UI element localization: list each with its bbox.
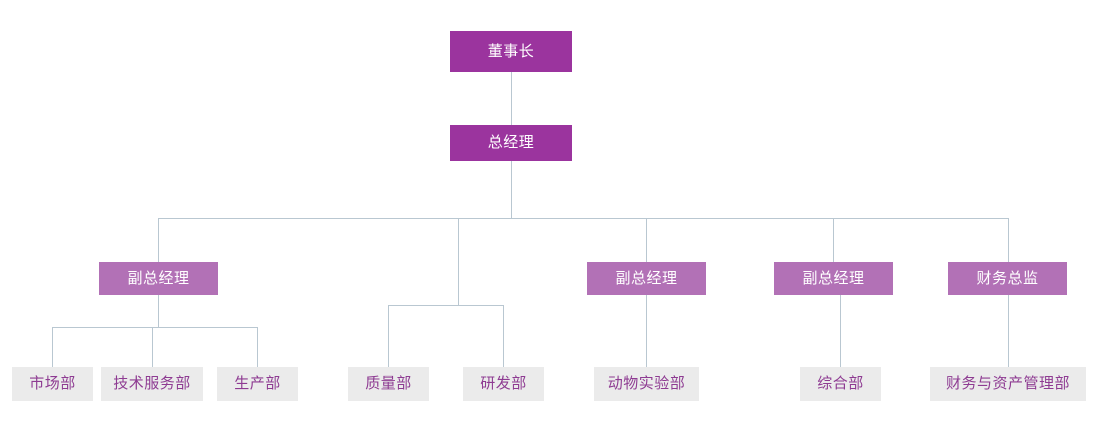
node-general-manager[interactable]: 总经理 bbox=[450, 125, 572, 161]
connector-to-dept-marketing bbox=[52, 327, 53, 367]
connector-bus-to-deputy-gm-2 bbox=[646, 218, 647, 262]
node-finance-director-label: 财务总监 bbox=[976, 269, 1039, 287]
connector-to-dept-rnd bbox=[503, 305, 504, 367]
connector-deputy-gm-1-drop bbox=[158, 295, 159, 327]
node-deputy-gm-3[interactable]: 副总经理 bbox=[774, 262, 893, 295]
connector-quality-rnd-bus bbox=[388, 305, 504, 306]
node-dept-production-label: 生产部 bbox=[234, 375, 281, 392]
node-dept-quality-label: 质量部 bbox=[365, 375, 412, 392]
connector-to-dept-animal-lab bbox=[646, 295, 647, 367]
node-dept-finance-asset-label: 财务与资产管理部 bbox=[945, 375, 1070, 392]
node-dept-general-affairs[interactable]: 综合部 bbox=[800, 367, 881, 401]
node-chairman[interactable]: 董事长 bbox=[450, 31, 572, 72]
node-deputy-gm-1[interactable]: 副总经理 bbox=[99, 262, 218, 295]
node-dept-rnd[interactable]: 研发部 bbox=[463, 367, 544, 401]
connector-bus-to-quality-rnd-group bbox=[458, 218, 459, 305]
node-dept-marketing[interactable]: 市场部 bbox=[12, 367, 93, 401]
node-deputy-gm-1-label: 副总经理 bbox=[127, 269, 190, 287]
node-dept-production[interactable]: 生产部 bbox=[217, 367, 298, 401]
node-dept-animal-lab[interactable]: 动物实验部 bbox=[594, 367, 699, 401]
node-dept-quality[interactable]: 质量部 bbox=[348, 367, 429, 401]
connector-to-dept-finance-asset bbox=[1008, 295, 1009, 367]
node-finance-director[interactable]: 财务总监 bbox=[948, 262, 1067, 295]
connector-bus-to-deputy-gm-3 bbox=[833, 218, 834, 262]
connector-to-dept-general-affairs bbox=[840, 295, 841, 367]
connector-gm-drop bbox=[511, 161, 512, 218]
connector-to-dept-production bbox=[257, 327, 258, 367]
connector-to-dept-quality bbox=[388, 305, 389, 367]
node-general-manager-label: 总经理 bbox=[487, 134, 535, 151]
connector-chairman-to-gm bbox=[511, 72, 512, 125]
node-chairman-label: 董事长 bbox=[487, 42, 535, 60]
connector-bus-to-deputy-gm-1 bbox=[158, 218, 159, 262]
node-dept-animal-lab-label: 动物实验部 bbox=[607, 375, 686, 392]
connector-bus-to-finance-director bbox=[1008, 218, 1009, 262]
node-dept-tech-service[interactable]: 技术服务部 bbox=[101, 367, 203, 401]
connector-to-dept-tech-service bbox=[152, 327, 153, 367]
node-deputy-gm-3-label: 副总经理 bbox=[802, 269, 865, 287]
node-dept-finance-asset[interactable]: 财务与资产管理部 bbox=[930, 367, 1086, 401]
node-dept-marketing-label: 市场部 bbox=[29, 375, 76, 392]
node-dept-tech-service-label: 技术服务部 bbox=[113, 375, 191, 392]
connector-level2-bus bbox=[158, 218, 1009, 219]
connector-deputy-gm-1-bus bbox=[52, 327, 258, 328]
node-dept-rnd-label: 研发部 bbox=[480, 375, 527, 392]
node-dept-general-affairs-label: 综合部 bbox=[817, 375, 864, 392]
node-deputy-gm-2-label: 副总经理 bbox=[615, 269, 678, 287]
node-deputy-gm-2[interactable]: 副总经理 bbox=[587, 262, 706, 295]
